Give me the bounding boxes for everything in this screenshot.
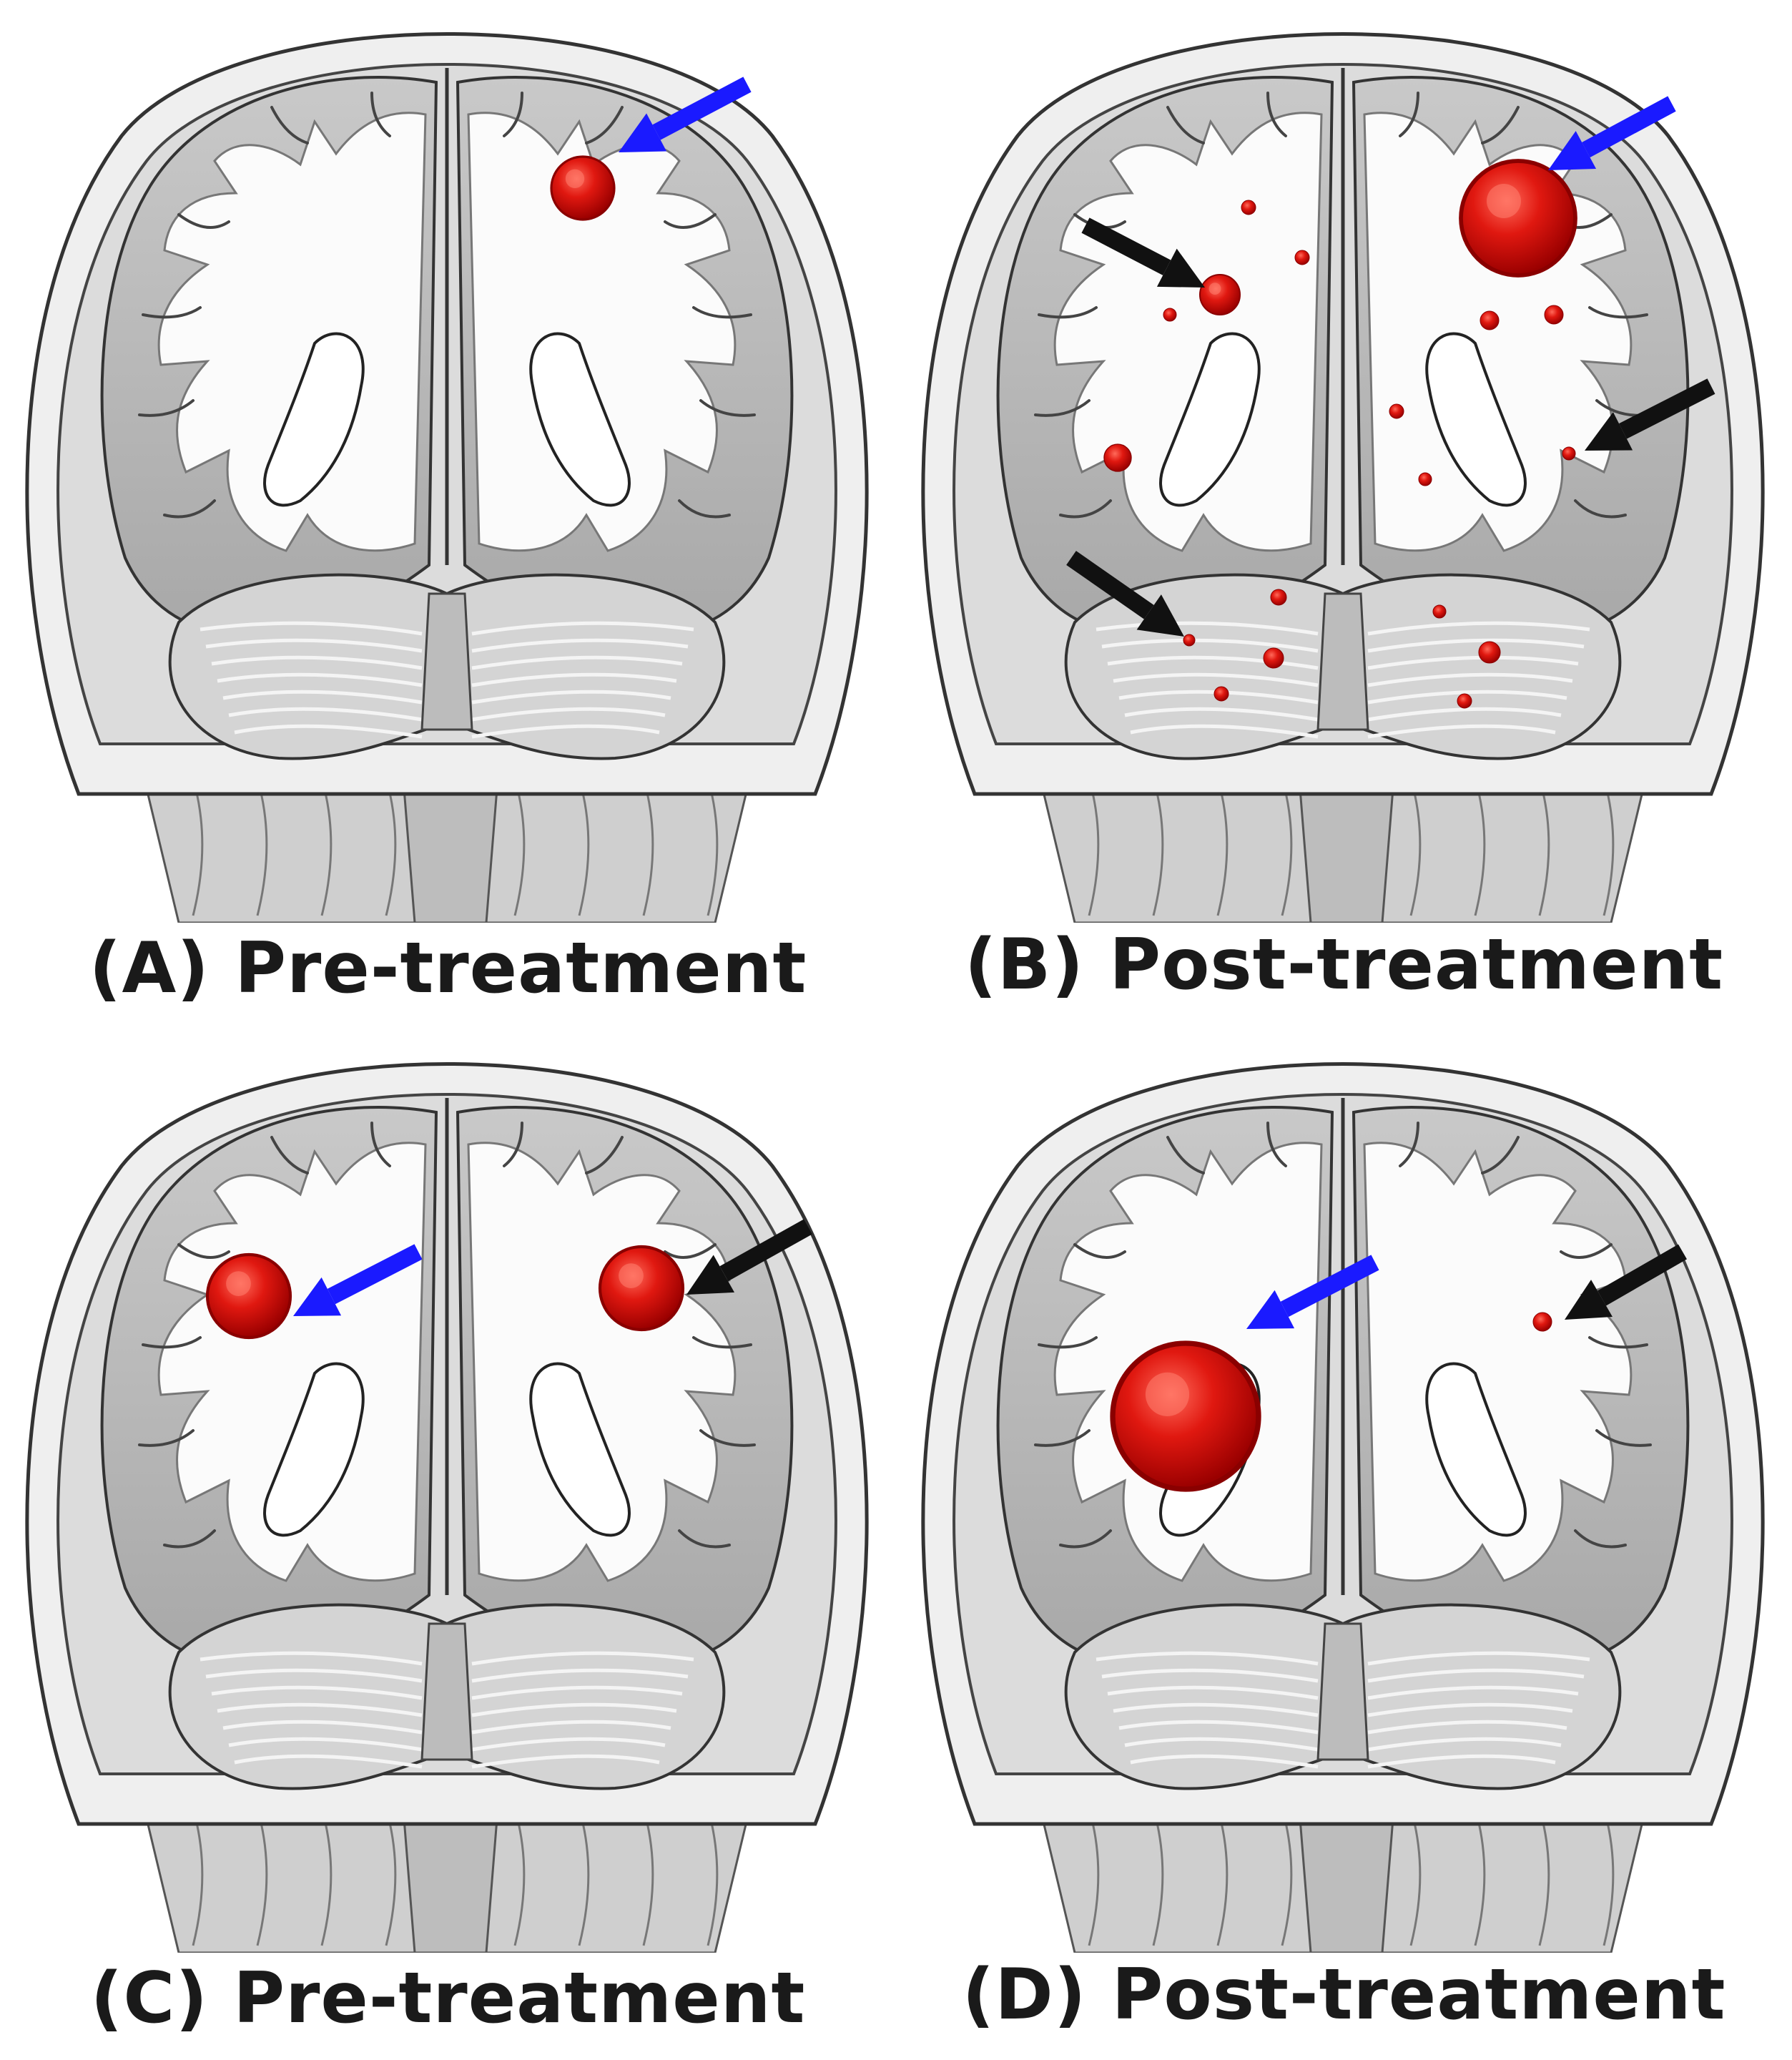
lesion	[598, 1245, 685, 1332]
lesion	[1562, 446, 1576, 461]
lesion	[1241, 200, 1256, 215]
lesion	[1459, 159, 1577, 278]
lesion	[1432, 604, 1447, 619]
panel-b-caption: (B) Post-treatment	[964, 924, 1724, 1006]
lesion	[1532, 1312, 1552, 1332]
lesion	[1480, 310, 1500, 330]
right-lateral-ventricle	[1425, 1362, 1527, 1537]
lesion	[1183, 634, 1196, 647]
panel-a: (A) Pre-treatment	[0, 0, 896, 1030]
panel-d-caption: (D) Post-treatment	[962, 1954, 1726, 2036]
brain-illustration-a	[25, 32, 869, 923]
panel-c: (C) Pre-treatment	[0, 1030, 896, 2060]
right-lateral-ventricle	[529, 1362, 631, 1537]
lesion	[1103, 443, 1132, 472]
left-lateral-ventricle	[1159, 332, 1261, 507]
panel-a-caption: (A) Pre-treatment	[89, 928, 807, 1009]
lesion	[1418, 472, 1432, 486]
lesion	[1199, 274, 1241, 315]
right-lateral-ventricle	[529, 332, 631, 507]
black-arrow	[1565, 1244, 1687, 1320]
panel-d: (D) Post-treatment	[896, 1030, 1792, 2060]
black-arrow	[1066, 551, 1184, 637]
blue-arrow	[619, 77, 752, 152]
lesion	[1457, 693, 1472, 709]
brain-illustration-b	[921, 32, 1765, 923]
lesion	[1110, 1340, 1261, 1492]
lesion	[1270, 589, 1287, 606]
lesion	[1263, 647, 1284, 669]
vermis	[1316, 1622, 1369, 1761]
brain-illustration-d	[921, 1062, 1765, 1953]
vermis	[1316, 592, 1369, 731]
black-arrow	[1081, 217, 1205, 288]
vermis	[420, 1622, 473, 1761]
blue-arrow	[1548, 96, 1676, 170]
lesion	[205, 1252, 292, 1340]
lesion	[1213, 686, 1229, 702]
lesion	[1389, 403, 1404, 419]
brain-illustration-c	[25, 1062, 869, 1953]
lesion	[1478, 641, 1501, 664]
panel-b: (B) Post-treatment	[896, 0, 1792, 1030]
blue-arrow	[293, 1244, 423, 1316]
left-lateral-ventricle	[263, 1362, 365, 1537]
blue-arrow	[1246, 1255, 1379, 1329]
black-arrow	[1585, 378, 1715, 451]
lesion	[550, 155, 616, 221]
vermis	[420, 592, 473, 731]
lesion	[1163, 308, 1177, 322]
lesion	[1294, 250, 1310, 265]
left-lateral-ventricle	[263, 332, 365, 507]
panel-c-caption: (C) Pre-treatment	[90, 1958, 806, 2039]
black-arrow	[686, 1219, 812, 1295]
right-lateral-ventricle	[1425, 332, 1527, 507]
lesion	[1544, 305, 1564, 325]
